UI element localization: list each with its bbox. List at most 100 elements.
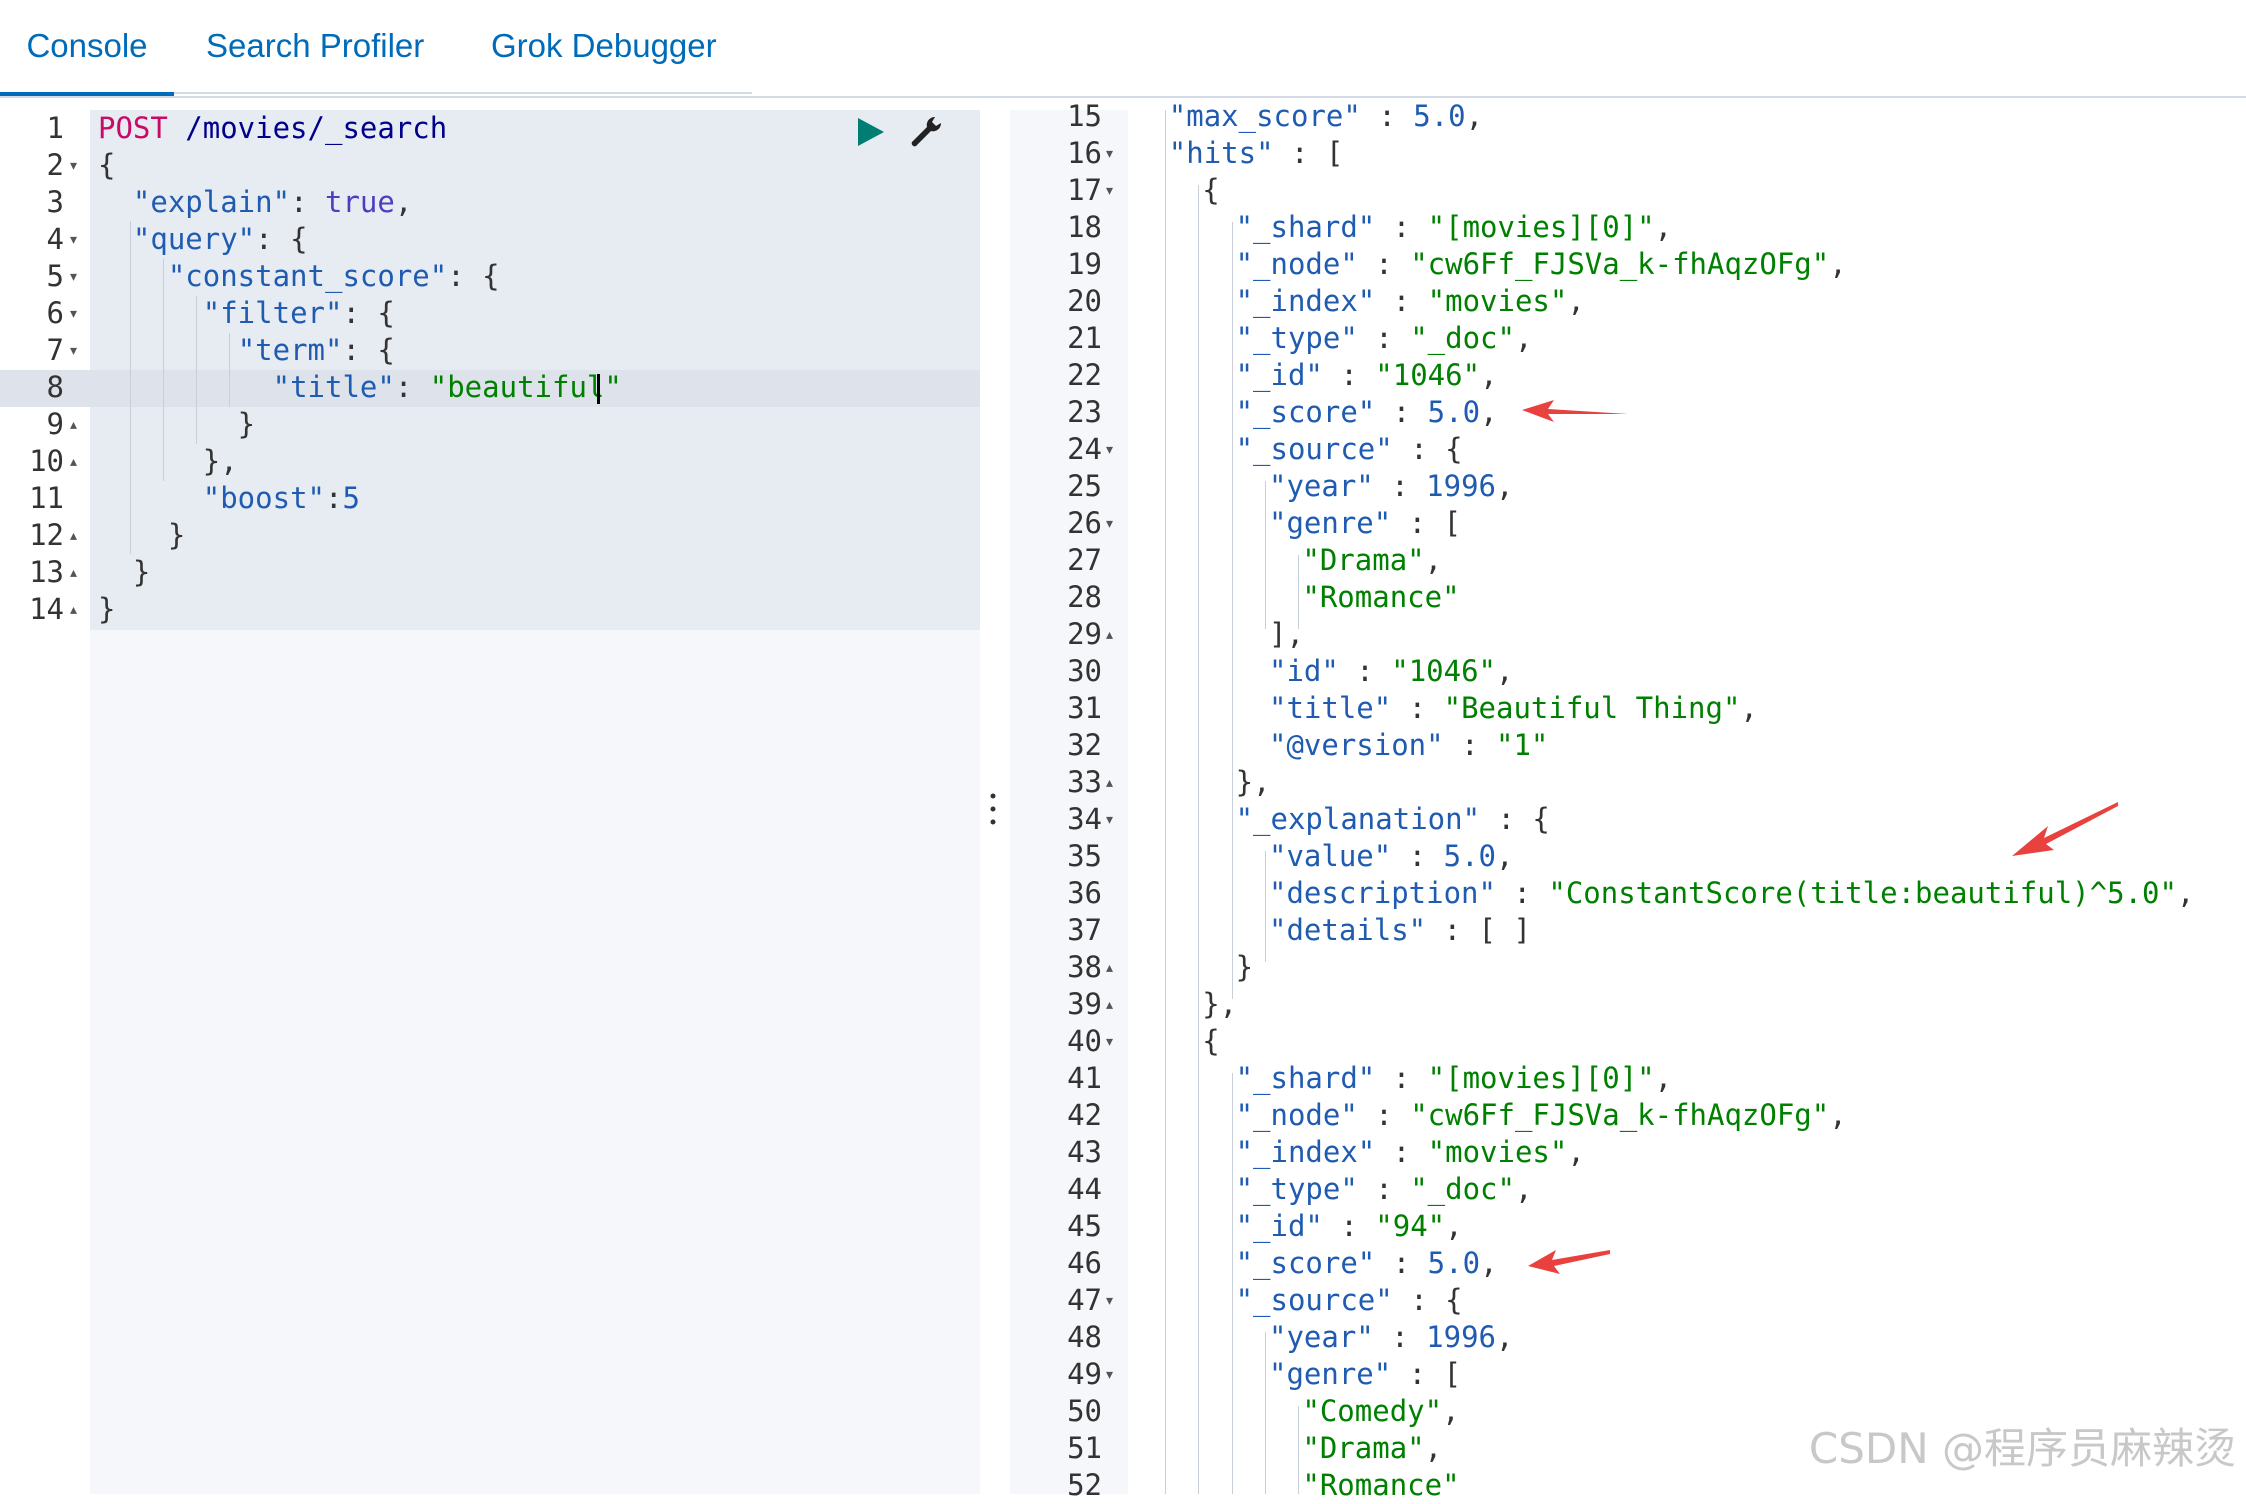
line-number: 39 [1067,987,1102,1021]
line-number: 50 [1067,1394,1102,1428]
fold-toggle-icon[interactable]: ▾ [70,231,78,247]
fold-toggle-icon[interactable]: ▾ [70,342,78,358]
line-number: 49 [1067,1357,1102,1391]
annotation-arrow [1522,400,1628,422]
watermark: CSDN @程序员麻辣烫 [1808,1424,2236,1473]
line-number: 7 [46,333,64,367]
line-number: 46 [1067,1246,1102,1280]
code-line: } [98,518,186,552]
code-line: "_type" : "_doc", [1235,1172,1533,1206]
fold-toggle-icon[interactable]: ▴ [1106,626,1114,642]
line-number: 21 [1067,321,1102,355]
line-number: 43 [1067,1135,1102,1169]
fold-toggle-icon[interactable]: ▾ [1106,1292,1114,1308]
code-line: ], [1269,617,1304,651]
request-gutter [0,110,90,1494]
line-number: 37 [1067,913,1102,947]
line-number: 36 [1067,876,1102,910]
line-number: 44 [1067,1172,1102,1206]
fold-toggle-icon[interactable]: ▾ [1106,182,1114,198]
tab-grok-debugger[interactable]: Grok Debugger [491,27,717,64]
line-number: 14 [29,592,64,626]
drag-handle-icon[interactable] [989,792,997,826]
play-icon[interactable] [856,116,886,148]
code-line: "_source" : { [1235,432,1463,466]
fold-toggle-icon[interactable]: ▴ [70,416,78,432]
code-line: "Drama", [1302,543,1443,577]
fold-toggle-icon[interactable]: ▴ [70,564,78,580]
line-number: 9 [46,407,64,441]
fold-toggle-icon[interactable]: ▾ [70,157,78,173]
code-line: "query": { [132,222,308,256]
line-number: 12 [29,518,64,552]
code-line: } [98,407,256,441]
line-number: 17 [1067,173,1102,207]
indent-guide [1265,1332,1266,1494]
fold-toggle-icon[interactable]: ▾ [70,305,78,321]
code-line: }, [98,444,238,478]
tab-console[interactable]: Console [0,0,174,96]
code-line: "hits" : [ [1168,136,1344,170]
code-line: "_node" : "cw6Ff_FJSVa_k-fhAqzOFg", [1235,247,1847,281]
line-number: 11 [29,481,64,515]
fold-toggle-icon[interactable]: ▴ [1106,959,1114,975]
code-line: }, [1202,987,1238,1021]
indent-guide [1232,1073,1233,1494]
code-line: "description" : "ConstantScore(title:bea… [1269,876,2195,910]
code-line: "constant_score": { [167,259,500,293]
code-line: "_source" : { [1235,1283,1463,1317]
line-number: 3 [46,185,64,219]
annotation-arrow [2012,802,2118,856]
line-number: 41 [1067,1061,1102,1095]
line-number: 34 [1067,802,1102,836]
fold-toggle-icon[interactable]: ▾ [1106,441,1114,457]
line-number: 27 [1067,543,1102,577]
text-cursor [597,374,600,404]
code-line: "genre" : [ [1269,506,1462,540]
line-number: 16 [1067,136,1102,170]
fold-toggle-icon[interactable]: ▾ [1106,1366,1114,1382]
fold-toggle-icon[interactable]: ▾ [1106,145,1114,161]
code-line: { [1202,1024,1220,1058]
fold-toggle-icon[interactable]: ▾ [70,268,78,284]
fold-toggle-icon[interactable]: ▴ [1106,996,1114,1012]
code-line: "term": { [237,333,395,367]
line-number: 48 [1067,1320,1102,1354]
fold-toggle-icon[interactable]: ▾ [1106,515,1114,531]
code-line: "_type" : "_doc", [1235,321,1533,355]
wrench-icon[interactable] [908,114,944,150]
code-line: "_score" : 5.0, [1235,1246,1498,1280]
code-line: "Romance" [1302,1468,1460,1502]
fold-toggle-icon[interactable]: ▴ [1106,774,1114,790]
indent-guide [1298,555,1299,629]
line-number: 47 [1067,1283,1102,1317]
tab-search-profiler[interactable]: Search Profiler [206,27,425,64]
line-number: 52 [1067,1468,1102,1502]
line-number: 8 [46,370,64,404]
line-number: 38 [1067,950,1102,984]
line-number: 32 [1067,728,1102,762]
code-line: "_score" : 5.0, [1235,395,1498,429]
fold-toggle-icon[interactable]: ▾ [1106,1033,1114,1049]
fold-toggle-icon[interactable]: ▴ [70,453,78,469]
fold-toggle-icon[interactable]: ▴ [70,601,78,617]
line-number: 2 [46,148,64,182]
code-line: "boost":5 [202,481,360,515]
code-line: "title": "beautiful" [272,370,622,404]
indent-guide [1165,110,1166,1494]
response-viewer[interactable] [1128,110,2246,1494]
line-number: 4 [46,222,64,256]
code-line: "value" : 5.0, [1269,839,1514,873]
indent-guide [163,259,164,481]
code-line: "_id" : "94", [1235,1209,1463,1243]
pane-splitter[interactable] [980,110,1010,1494]
fold-toggle-icon[interactable]: ▴ [70,527,78,543]
line-number: 51 [1067,1431,1102,1465]
request-path: /movies/_search [167,111,448,145]
code-line: "explain": true, [132,185,413,219]
line-number: 35 [1067,839,1102,873]
request-line: POST /movies/_search [98,110,447,147]
fold-toggle-icon[interactable]: ▾ [1106,811,1114,827]
line-number: 10 [29,444,64,478]
code-line: "_id" : "1046", [1235,358,1498,392]
